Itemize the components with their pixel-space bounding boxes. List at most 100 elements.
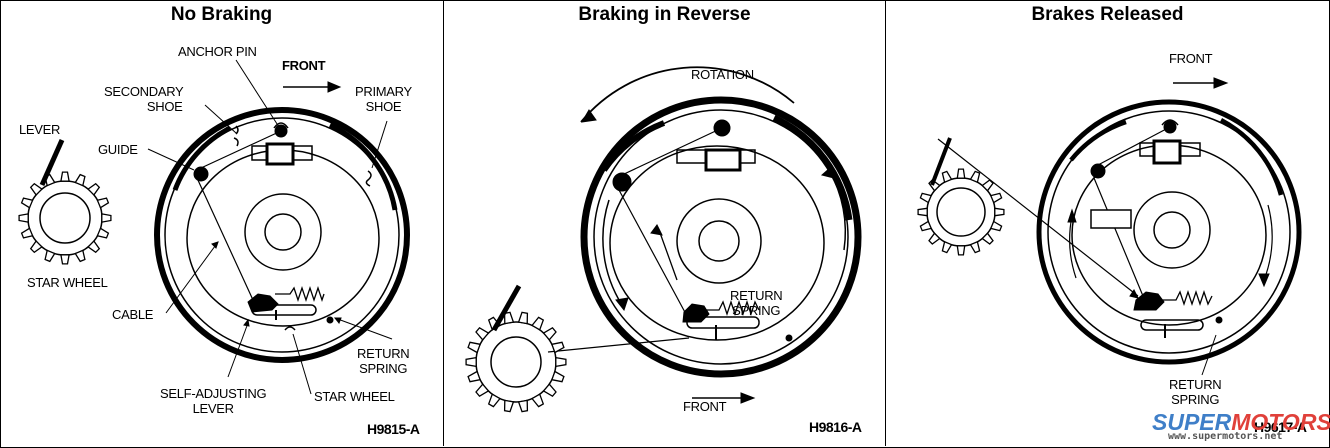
star-wheel-tooth: [981, 232, 994, 245]
lever-arm: [39, 138, 65, 187]
label-line: SHOE: [365, 99, 402, 114]
supermotors-watermark: SUPERMOTORS www.supermotors.net: [1152, 409, 1330, 445]
brake-drum: [580, 96, 862, 378]
watermark-brand-red: MOTORS: [1231, 409, 1330, 435]
star-wheel-tooth: [941, 170, 953, 184]
figure-code: H9816-A: [809, 419, 862, 435]
drum-brake-diagram-no-braking: [18, 59, 410, 395]
label-line: PRIMARY: [355, 84, 412, 99]
star-wheel-tooth: [503, 311, 515, 325]
star-wheel-tooth: [467, 341, 481, 354]
brake-drum-inner: [164, 117, 400, 353]
star-wheel-tooth: [87, 240, 101, 254]
panel-title: No Braking: [170, 4, 273, 25]
watermark-brand-blue: SUPER: [1152, 409, 1232, 435]
star-wheel-tooth: [555, 356, 567, 368]
star-wheel-tooth: [29, 240, 43, 254]
label-front: FRONT: [1169, 51, 1213, 66]
star-wheel-tooth: [96, 197, 110, 209]
return-spring: [706, 299, 760, 317]
star-wheel-tooth: [941, 240, 953, 254]
cable-guide: [193, 166, 209, 182]
panel-title: Brakes Released: [1031, 4, 1184, 25]
star-wheel-tooth: [29, 182, 43, 196]
wheel-cylinder-body: [265, 142, 295, 166]
cable: [200, 130, 282, 169]
primary-shoe-lining: [328, 122, 398, 211]
label-line: SHOE: [146, 99, 183, 114]
star-wheel-tooth: [919, 192, 933, 204]
star-wheel-teeth: [465, 311, 567, 413]
label-lever: LEVER: [19, 122, 61, 137]
self-adjusting-lever: [1133, 291, 1165, 311]
rotation-arc: [580, 66, 795, 123]
watermark-url: www.supermotors.net: [1168, 431, 1283, 442]
star-wheel-tooth: [60, 254, 70, 265]
star-wheel-tooth: [44, 249, 56, 263]
star-wheel-tooth: [517, 311, 529, 325]
secondary-shoe-lining: [601, 120, 666, 172]
primary-shoe-lining: [1219, 118, 1284, 196]
cable: [621, 127, 723, 176]
label-line: SPRING: [359, 361, 408, 376]
label-line: SECONDARY: [104, 84, 184, 99]
front-arrow-icon: [740, 392, 756, 404]
star-wheel-tooth: [956, 245, 966, 256]
star-wheel-tooth: [531, 316, 545, 331]
star-wheel-tooth: [956, 168, 966, 179]
star-wheel-tooth: [542, 383, 557, 398]
self-adjusting-lever: [682, 303, 710, 323]
star-wheel-tooth: [101, 213, 112, 223]
label-guide: GUIDE: [98, 142, 138, 157]
star-wheel-tooth: [551, 370, 565, 383]
label-star-wheel-bottom: STAR WHEEL: [314, 389, 395, 404]
cable-guide: [612, 172, 632, 192]
label-line: RETURN: [357, 346, 410, 361]
label-front: FRONT: [683, 399, 727, 414]
label-anchor-pin: ANCHOR PIN: [178, 44, 257, 59]
star-wheel-tooth: [467, 370, 481, 383]
star-wheel-teeth: [18, 171, 112, 265]
panel-braking-in-reverse: Braking in Reverse: [444, 0, 886, 446]
secondary-shoe-lining: [1069, 119, 1127, 162]
star-wheel-tooth: [994, 207, 1005, 217]
star-wheel-tooth: [551, 341, 565, 354]
brake-drum: [154, 107, 410, 363]
star-wheel-tooth: [981, 179, 994, 192]
hub-inner: [264, 213, 302, 251]
label-line: RETURN: [1169, 377, 1222, 392]
figure-code: H9617-A: [1254, 419, 1307, 435]
star-wheel-tooth: [60, 171, 70, 182]
star-wheel-tooth: [465, 356, 477, 368]
star-wheel-tooth: [503, 399, 515, 413]
label-rotation: ROTATION: [691, 67, 754, 82]
star-wheel-tooth: [989, 192, 1003, 204]
cable-shroud: [1090, 209, 1132, 229]
label-cable: CABLE: [112, 307, 154, 322]
secondary-shoe-lining: [172, 125, 232, 191]
adjuster-screw: [686, 316, 760, 329]
star-wheel-tooth: [917, 207, 928, 217]
watermark-brand: SUPERMOTORS: [1152, 409, 1330, 436]
panel-brakes-released: Brakes Released: [886, 0, 1329, 446]
star-wheel-tooth: [531, 393, 545, 408]
panel-title: Braking in Reverse: [578, 4, 751, 25]
cable: [1097, 126, 1171, 166]
star-wheel-tooth: [87, 182, 101, 196]
star-wheel-tooth: [487, 393, 501, 408]
star-wheel-tooth: [18, 213, 29, 223]
backing-plate: [609, 145, 825, 341]
panel-no-braking: No Braking: [0, 0, 444, 446]
star-wheel-tooth: [20, 227, 34, 239]
star-wheel-teeth: [917, 168, 1005, 256]
star-wheel-tooth: [989, 220, 1003, 232]
star-wheel-tooth: [928, 232, 941, 245]
cable-guide: [1090, 163, 1106, 179]
star-wheel-tooth: [919, 220, 933, 232]
star-wheel-tooth: [96, 227, 110, 239]
